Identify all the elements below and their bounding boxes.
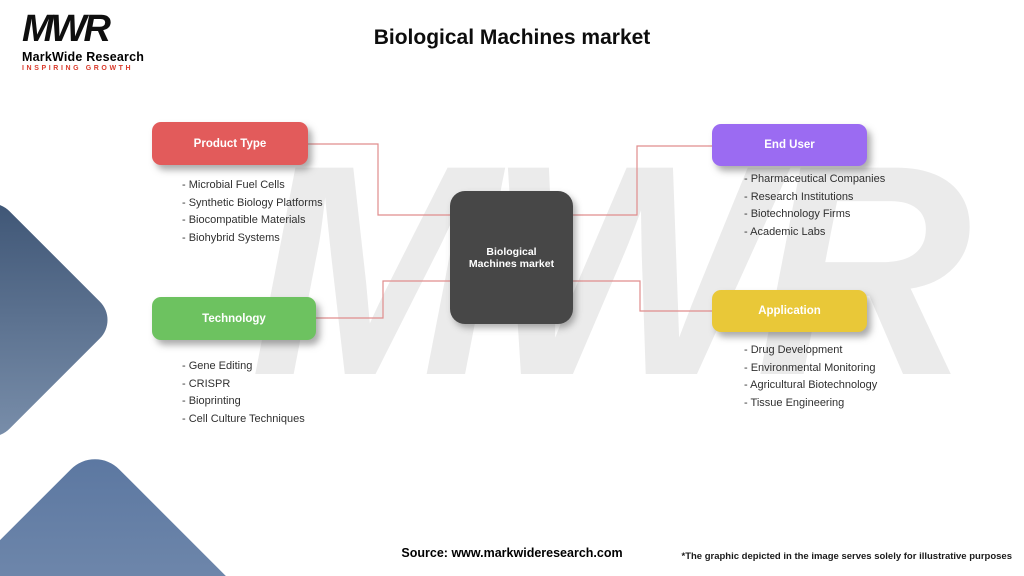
background-watermark: MWR (250, 102, 972, 438)
list-item: - Biocompatible Materials (182, 214, 306, 226)
list-item: - Tissue Engineering (744, 396, 845, 409)
page-title: Biological Machines market (373, 26, 651, 49)
connector-end-user (571, 145, 712, 216)
list-item: - Pharmaceutical Companies (744, 173, 886, 185)
product-type-list: - Microbial Fuel Cells - Synthetic Biolo… (182, 177, 323, 247)
list-item: - Biohybrid Systems (182, 231, 280, 244)
connector-product-type (308, 143, 452, 216)
connector-technology (316, 280, 452, 319)
list-item: - Cell Culture Techniques (182, 412, 305, 425)
category-box-end-user: End User (712, 124, 867, 166)
list-item: - Research Institutions (744, 190, 854, 203)
list-item: - Biotechnology Firms (744, 208, 851, 220)
logo-tagline: Inspiring Growth (22, 64, 134, 72)
list-item: - CRISPR (182, 377, 231, 390)
list-item: - Microbial Fuel Cells (182, 179, 285, 191)
list-item: - Bioprinting (182, 395, 241, 407)
list-item: - Synthetic Biology Platforms (182, 196, 323, 209)
source-line: Source: www.markwideresearch.com (0, 546, 1024, 560)
category-label-technology: Technology (202, 312, 266, 325)
category-label-product-type: Product Type (193, 137, 267, 150)
list-item: - Environmental Monitoring (744, 361, 876, 374)
connector-application (571, 280, 712, 312)
category-label-end-user: End User (764, 139, 815, 151)
list-item: - Gene Editing (182, 360, 253, 372)
center-node: Biological Machines market (450, 191, 573, 324)
center-node-label: Biological Machines market (468, 245, 555, 270)
list-item: - Agricultural Biotechnology (744, 379, 878, 391)
list-item: - Academic Labs (744, 225, 826, 238)
source-label: Source: (401, 546, 448, 560)
category-box-technology: Technology (152, 297, 316, 340)
logo-monogram: MWR (22, 8, 111, 50)
technology-list: - Gene Editing - CRISPR - Bioprinting - … (182, 358, 305, 428)
category-label-application: Application (758, 305, 821, 317)
category-box-application: Application (712, 290, 867, 332)
category-box-product-type: Product Type (152, 122, 308, 165)
markwide-logo: MWR MarkWide Research Inspiring Growth (22, 8, 145, 72)
end-user-list: - Pharmaceutical Companies - Research In… (744, 171, 885, 241)
logo-name: MarkWide Research (22, 49, 145, 64)
disclaimer-text: *The graphic depicted in the image serve… (681, 551, 1013, 562)
source-url: www.markwideresearch.com (451, 546, 623, 560)
application-list: - Drug Development - Environmental Monit… (744, 342, 877, 412)
list-item: - Drug Development (744, 344, 843, 356)
